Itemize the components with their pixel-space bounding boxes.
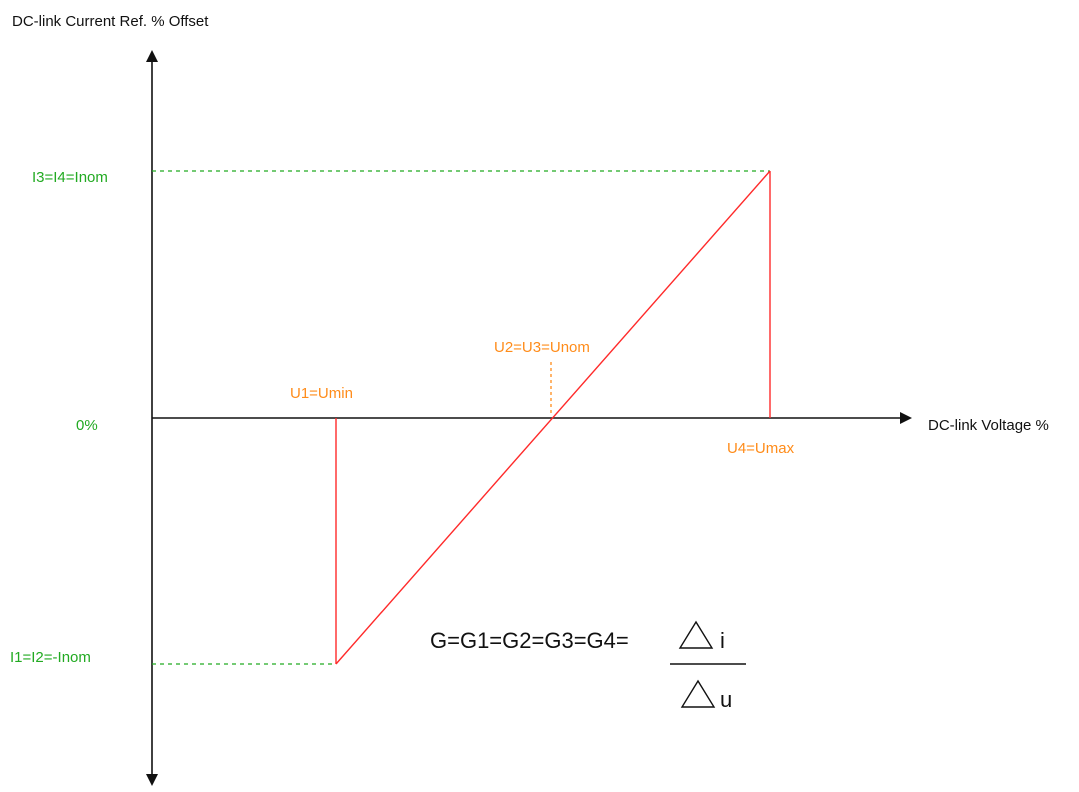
- triangle-delta-icon: [678, 620, 714, 649]
- formula-numerator: i: [720, 628, 725, 653]
- bottom-level-label: I1=I2=-Inom: [10, 649, 91, 666]
- droop-ramp-segment: [335, 170, 771, 665]
- top-level-label: I3=I4=Inom: [32, 169, 108, 186]
- formula-denominator: u: [720, 687, 732, 712]
- u4-label: U4=Umax: [727, 440, 795, 457]
- formula-lhs: G=G1=G2=G3=G4=: [430, 628, 629, 653]
- zero-level-label: 0%: [76, 417, 98, 434]
- triangle-delta-icon: [680, 679, 716, 708]
- u23-label: U2=U3=Unom: [494, 339, 590, 356]
- x-axis-title: DC-link Voltage %: [928, 417, 1049, 434]
- u1-label: U1=Umin: [290, 385, 353, 402]
- y-axis-title: DC-link Current Ref. % Offset: [12, 13, 209, 30]
- gain-formula: G=G1=G2=G3=G4= i u: [430, 620, 746, 712]
